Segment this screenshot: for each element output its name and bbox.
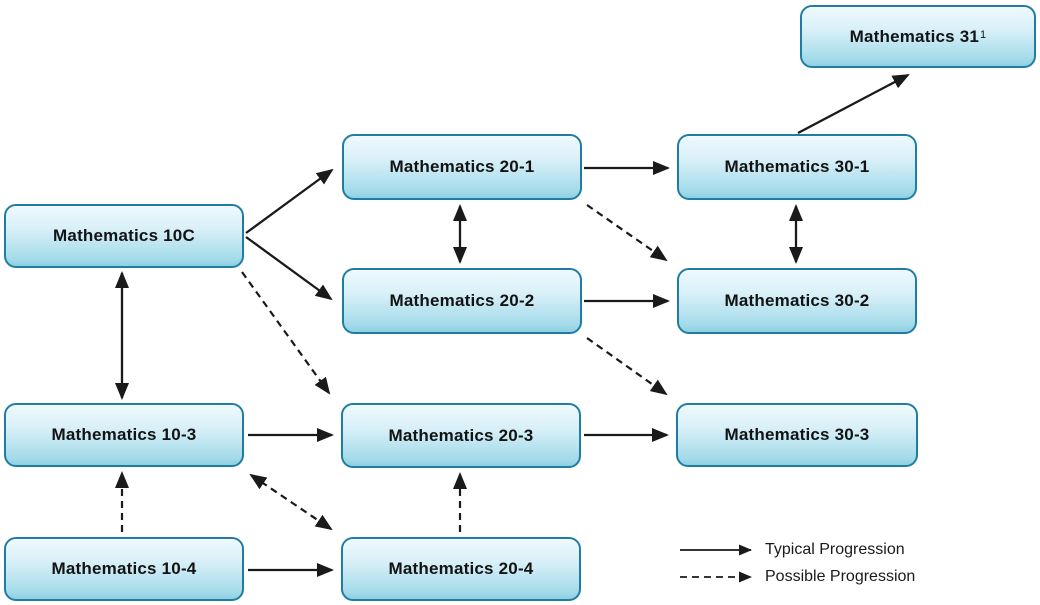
node-label: Mathematics 20-2 — [389, 291, 535, 310]
edge-30-1-to-31 — [797, 73, 910, 135]
node-label: Mathematics 30-2 — [724, 291, 870, 310]
node-mathematics-10-3: Mathematics 10-3 — [4, 403, 244, 467]
legend-label-possible: Possible Progression — [765, 568, 916, 585]
node-label: Mathematics 20-3 — [388, 425, 534, 445]
edge-10-3-20-4-possible-bidirectional — [249, 473, 333, 531]
dashed-arrow-icon — [680, 571, 752, 583]
node-mathematics-30-1: Mathematics 30-1 — [677, 134, 917, 200]
node-mathematics-20-2: Mathematics 20-2 — [342, 268, 582, 334]
node-label: Mathematics 10-4 — [51, 559, 197, 578]
legend-label-typical: Typical Progression — [765, 541, 905, 558]
node-label: Mathematics 30-1 — [724, 157, 870, 176]
edge-20-1-to-30-2-possible — [586, 204, 668, 262]
node-label: Mathematics 20-4 — [388, 559, 534, 578]
node-label: Mathematics 10C — [53, 226, 195, 245]
legend-item-typical: Typical Progression — [678, 541, 915, 559]
edge-20-2-to-30-3-possible — [586, 337, 668, 396]
node-label: Mathematics 10-3 — [51, 425, 197, 444]
edge-10c-to-20-2 — [245, 236, 333, 301]
edge-10c-to-20-3-possible — [241, 271, 331, 395]
legend-item-possible: Possible Progression — [678, 568, 915, 586]
node-mathematics-30-2: Mathematics 30-2 — [677, 268, 917, 334]
node-mathematics-20-1: Mathematics 20-1 — [342, 134, 582, 200]
node-mathematics-20-4: Mathematics 20-4 — [341, 537, 581, 601]
node-mathematics-10c: Mathematics 10C — [4, 204, 244, 268]
edge-10c-to-20-1 — [245, 168, 334, 234]
node-label: Mathematics 31 — [849, 26, 980, 46]
solid-arrow-icon — [680, 544, 752, 556]
node-mathematics-30-3: Mathematics 30-3 — [676, 403, 918, 467]
node-label: Mathematics 20-1 — [389, 157, 535, 176]
node-mathematics-10-4: Mathematics 10-4 — [4, 537, 244, 601]
node-label: Mathematics 30-3 — [724, 425, 870, 444]
legend: Typical Progression Possible Progression — [678, 541, 915, 586]
node-mathematics-20-3: Mathematics 20-3 — [341, 403, 581, 468]
